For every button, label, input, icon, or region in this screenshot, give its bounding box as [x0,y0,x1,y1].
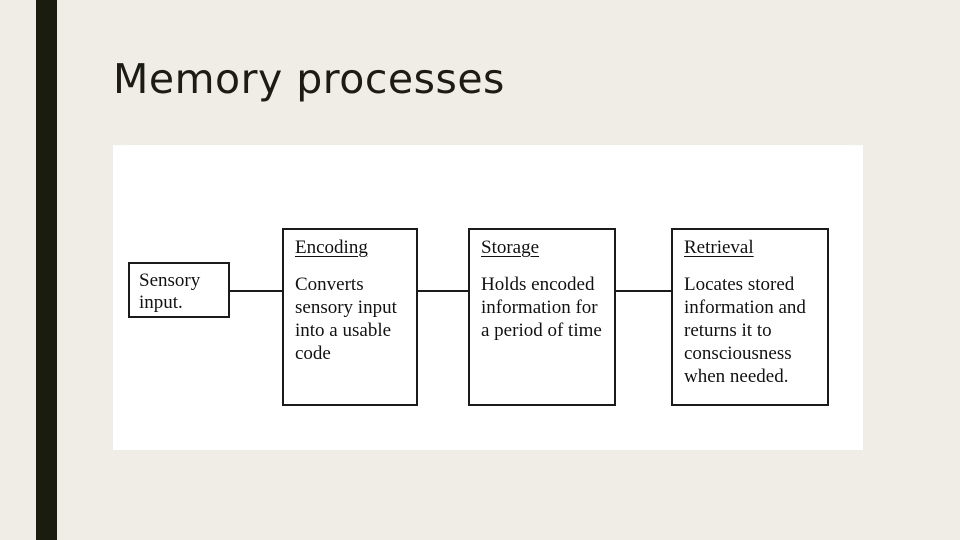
flow-box-encoding-body: Converts sensory input into a usable cod… [295,274,397,364]
flow-box-sensory-input-body: Sensory input. [139,270,201,313]
page-title: Memory processes [113,55,505,103]
flow-box-retrieval-body: Locates stored information and returns i… [684,274,806,387]
flow-box-storage: Storage Holds encoded information for a … [468,228,616,406]
flow-box-encoding: Encoding Converts sensory input into a u… [282,228,418,406]
connector-storage-to-retrieval [616,290,671,292]
flow-box-retrieval: Retrieval Locates stored information and… [671,228,829,406]
flow-box-storage-heading: Storage [481,237,540,258]
connector-sensory-to-encoding [230,290,282,292]
connector-encoding-to-storage [418,290,468,292]
flow-box-sensory-input: Sensory input. [128,262,230,318]
accent-bar [36,0,57,540]
flow-box-storage-body: Holds encoded information for a period o… [481,274,602,341]
diagram-panel: Sensory input. Encoding Converts sensory… [113,145,863,450]
flow-box-encoding-heading: Encoding [295,237,368,258]
flow-box-retrieval-heading: Retrieval [684,237,754,258]
